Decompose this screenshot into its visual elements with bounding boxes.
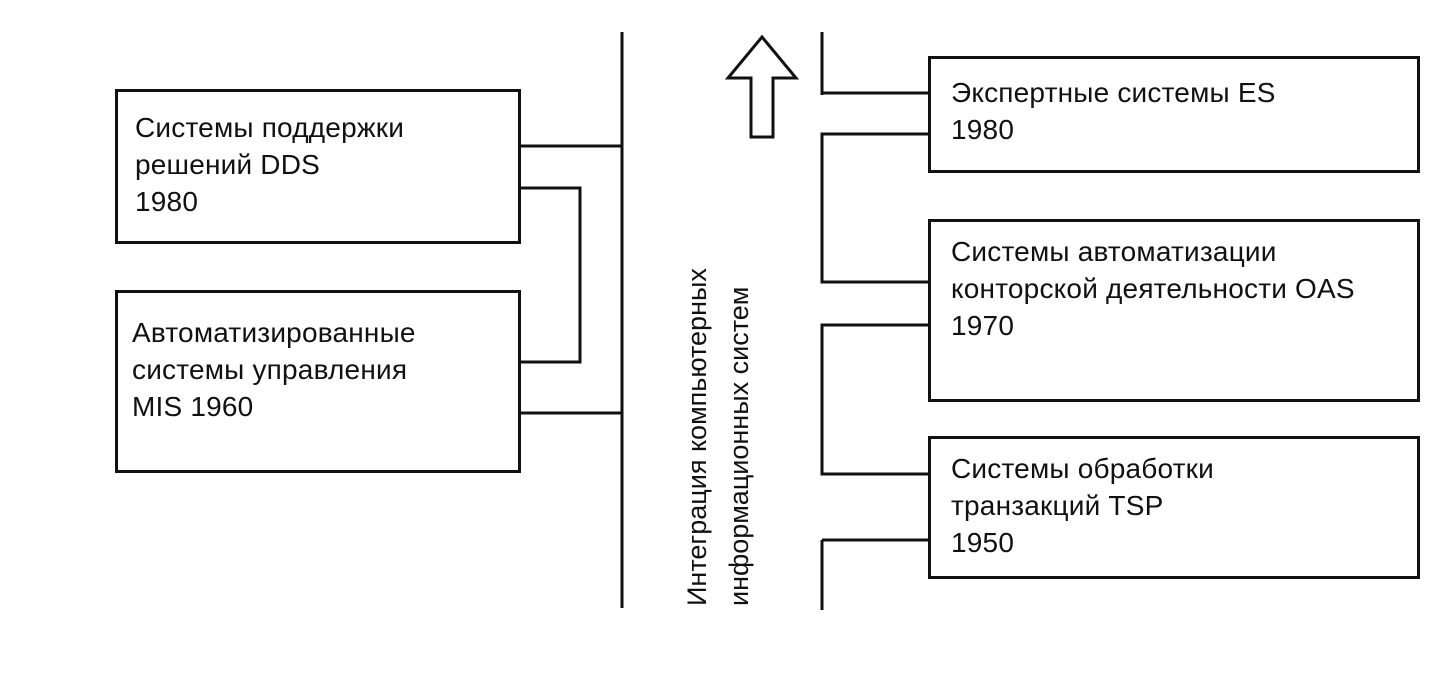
- box-es-line-1: Экспертные системы ES: [951, 77, 1276, 108]
- box-mis-line-3: MIS 1960: [132, 391, 254, 422]
- up-arrow-icon: [724, 34, 800, 139]
- box-oas-line-2: конторской деятельности OAS: [951, 273, 1355, 304]
- box-es-line-2: 1980: [951, 114, 1015, 145]
- box-mis: Автоматизированные системы управления MI…: [115, 290, 521, 473]
- connector-dds-mis: [518, 186, 582, 364]
- center-label-line-2: информационных систем: [724, 286, 754, 606]
- box-dds-line-3: 1980: [135, 186, 199, 217]
- box-oas: Системы автоматизации конторской деятель…: [928, 219, 1420, 402]
- box-dds-line-1: Системы поддержки: [135, 112, 405, 143]
- box-tsp-line-2: транзакций TSP: [951, 490, 1164, 521]
- box-dds: Системы поддержки решений DDS 1980: [115, 89, 521, 244]
- connector-es-oas: [820, 132, 930, 284]
- box-tsp: Системы обработки транзакций TSP 1950: [928, 436, 1420, 579]
- box-es: Экспертные системы ES 1980: [928, 56, 1420, 173]
- box-oas-line-3: 1970: [951, 310, 1015, 341]
- box-oas-line-1: Системы автоматизации: [951, 236, 1277, 267]
- center-label-line-1: Интеграция компьютерных: [682, 268, 712, 606]
- box-mis-line-2: системы управления: [132, 354, 408, 385]
- box-dds-line-2: решений DDS: [135, 149, 321, 180]
- box-tsp-line-1: Системы обработки: [951, 453, 1214, 484]
- connector-oas-tsp: [820, 323, 930, 476]
- box-mis-line-1: Автоматизированные: [132, 317, 416, 348]
- box-tsp-line-3: 1950: [951, 527, 1015, 558]
